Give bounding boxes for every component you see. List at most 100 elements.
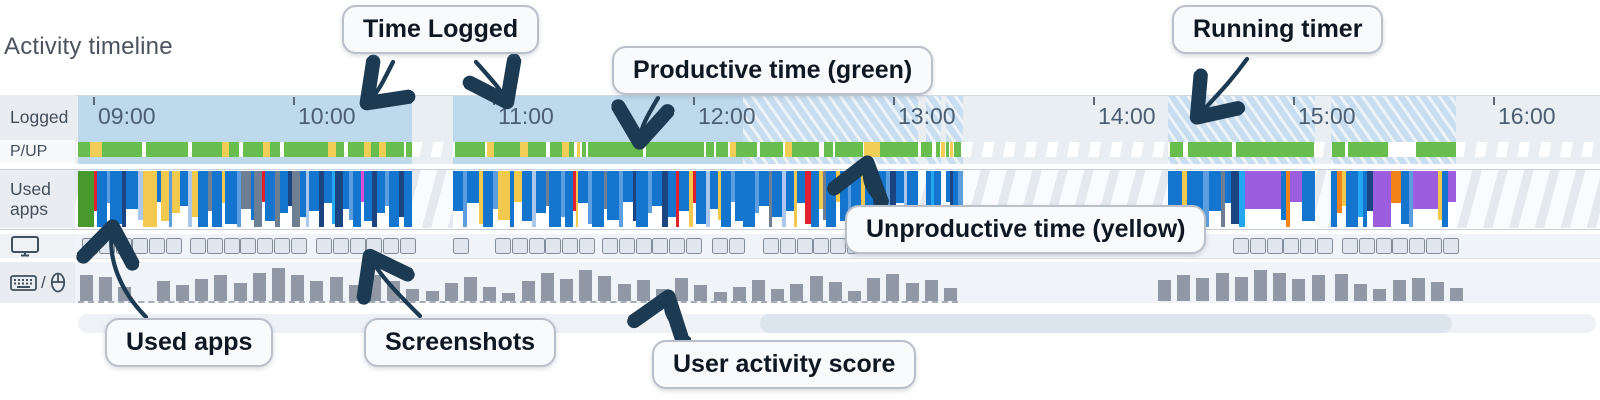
- app-usage-segment: [126, 171, 138, 209]
- app-usage-segment: [169, 171, 172, 227]
- screenshot-thumbnail[interactable]: [82, 238, 98, 254]
- screenshot-thumbnail[interactable]: [635, 238, 652, 254]
- app-usage-segment: [389, 171, 399, 227]
- activity-score-bar: [540, 273, 554, 301]
- screenshot-thumbnail[interactable]: [206, 238, 223, 254]
- screenshot-thumbnail[interactable]: [1283, 238, 1300, 254]
- screenshot-thumbnail[interactable]: [495, 238, 511, 254]
- screenshot-thumbnail[interactable]: [562, 238, 579, 254]
- productive-time-segment: [1348, 142, 1388, 157]
- productive-time-segment: [550, 142, 562, 157]
- activity-score-bar: [1273, 273, 1287, 301]
- screenshot-thumbnail[interactable]: [223, 238, 240, 254]
- screenshot-thumbnail[interactable]: [686, 238, 702, 254]
- app-usage-segment: [662, 171, 668, 227]
- screenshot-thumbnail[interactable]: [779, 238, 796, 254]
- app-usage-segment: [565, 171, 573, 227]
- screenshot-thumbnail[interactable]: [1317, 238, 1333, 254]
- productive-time-segment: [494, 142, 520, 157]
- screenshot-thumbnail[interactable]: [830, 238, 847, 254]
- screenshot-thumbnail[interactable]: [545, 238, 562, 254]
- app-usage-segment: [306, 171, 309, 227]
- app-usage-segment: [794, 171, 797, 227]
- screenshot-thumbnail[interactable]: [115, 238, 132, 254]
- screenshot-thumbnail[interactable]: [1266, 238, 1283, 254]
- screenshot-thumbnail[interactable]: [366, 238, 383, 254]
- app-usage-segment: [1401, 171, 1409, 224]
- screenshot-thumbnail[interactable]: [669, 238, 686, 254]
- productive-time-segment: [824, 142, 833, 157]
- hour-label: 15:00: [1298, 103, 1356, 129]
- screenshot-thumbnail[interactable]: [290, 238, 307, 254]
- screenshot-thumbnail[interactable]: [1300, 238, 1317, 254]
- app-usage-segment: [343, 171, 349, 209]
- screenshot-thumbnail[interactable]: [1375, 238, 1392, 254]
- app-usage-segment: [1442, 171, 1448, 227]
- app-usage-segment: [1168, 171, 1182, 206]
- screenshot-thumbnail[interactable]: [728, 238, 745, 254]
- hour-tick: [493, 97, 495, 105]
- screenshot-thumbnail[interactable]: [652, 238, 669, 254]
- used-apps-track[interactable]: [75, 170, 1600, 228]
- screenshot-thumbnail[interactable]: [332, 238, 349, 254]
- screenshot-thumbnail[interactable]: [813, 238, 830, 254]
- screenshot-thumbnail[interactable]: [1426, 238, 1442, 254]
- productive-time-segment: [336, 142, 344, 157]
- screenshot-thumbnail[interactable]: [257, 238, 274, 254]
- screenshot-thumbnail[interactable]: [166, 238, 182, 254]
- app-usage-segment: [676, 171, 679, 227]
- app-usage-segment: [679, 171, 689, 211]
- screenshot-thumbnail[interactable]: [1358, 238, 1375, 254]
- screenshot-thumbnail[interactable]: [763, 238, 779, 254]
- screenshot-thumbnail[interactable]: [1392, 238, 1409, 254]
- screenshot-thumbnail[interactable]: [132, 238, 149, 254]
- screenshot-thumbnail[interactable]: [796, 238, 813, 254]
- screenshot-thumbnail[interactable]: [618, 238, 635, 254]
- app-usage-segment: [78, 171, 94, 227]
- screenshot-thumbnail[interactable]: [712, 238, 728, 254]
- app-usage-segment: [1409, 171, 1413, 227]
- app-usage-segment: [1231, 171, 1239, 224]
- screenshot-thumbnail[interactable]: [149, 238, 166, 254]
- screenshot-thumbnail[interactable]: [579, 238, 595, 254]
- activity-score-bar: [1431, 282, 1444, 301]
- screenshot-thumbnail[interactable]: [240, 238, 257, 254]
- screenshot-thumbnail[interactable]: [98, 238, 115, 254]
- screenshots-track[interactable]: [75, 234, 1600, 259]
- app-usage-segment: [222, 171, 225, 203]
- app-usage-segment: [950, 171, 953, 221]
- screenshot-thumbnail[interactable]: [400, 238, 416, 254]
- productive-time-segment: [78, 142, 90, 157]
- app-usage-segment: [241, 171, 251, 209]
- app-usage-segment: [797, 171, 805, 203]
- row-label-productivity: P/UP: [0, 140, 75, 163]
- activity-score-bar: [99, 277, 113, 301]
- screenshot-thumbnail[interactable]: [602, 238, 618, 254]
- screenshot-thumbnail[interactable]: [274, 238, 290, 254]
- screenshot-thumbnail[interactable]: [528, 238, 545, 254]
- keyboard-icon: [10, 274, 37, 291]
- screenshot-thumbnail[interactable]: [349, 238, 366, 254]
- activity-score-bar: [1254, 270, 1267, 301]
- app-usage-segment: [463, 171, 467, 227]
- hour-label: 14:00: [1098, 103, 1156, 129]
- app-usage-segment: [607, 171, 619, 220]
- productive-time-segment: [582, 142, 586, 157]
- screenshot-thumbnail[interactable]: [1233, 238, 1249, 254]
- productive-time-segment: [921, 142, 932, 157]
- screenshot-thumbnail[interactable]: [190, 238, 206, 254]
- screenshot-thumbnail[interactable]: [1249, 238, 1266, 254]
- app-usage-segment: [693, 171, 696, 203]
- app-usage-segment: [934, 171, 941, 227]
- screenshot-thumbnail[interactable]: [383, 238, 400, 254]
- app-usage-segment: [619, 171, 623, 227]
- screenshot-thumbnail[interactable]: [1442, 238, 1459, 254]
- timeline-scrollbar-thumb[interactable]: [760, 314, 1452, 333]
- screenshot-thumbnail[interactable]: [453, 238, 469, 254]
- screenshot-thumbnail[interactable]: [1342, 238, 1358, 254]
- screenshot-thumbnail[interactable]: [1409, 238, 1426, 254]
- app-usage-segment: [1337, 171, 1342, 213]
- screenshot-thumbnail[interactable]: [316, 238, 332, 254]
- screenshot-thumbnail[interactable]: [511, 238, 528, 254]
